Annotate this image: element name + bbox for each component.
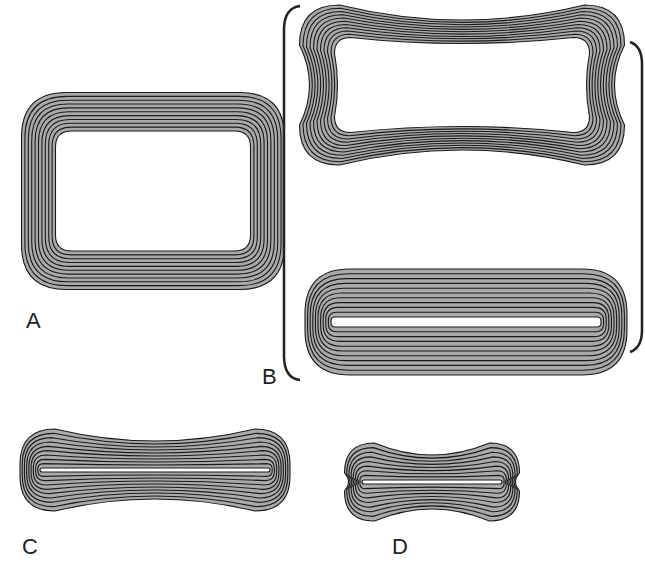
ring-line <box>331 34 593 136</box>
ring-line <box>307 12 618 159</box>
ring-line <box>56 131 251 251</box>
ring-line <box>314 18 611 152</box>
ring-line <box>39 112 268 271</box>
bracket <box>630 42 642 352</box>
ring-line <box>20 429 290 511</box>
ring-line <box>351 457 513 507</box>
ring-line <box>49 123 258 258</box>
ring-line <box>32 104 275 278</box>
ring-line <box>300 5 625 165</box>
ring-line <box>25 96 281 285</box>
ring-stack <box>300 5 625 165</box>
ring-line <box>328 31 597 139</box>
ring-line <box>360 475 504 488</box>
figure-label: A <box>26 310 41 332</box>
ring-fill <box>300 5 625 165</box>
ring-line <box>35 108 271 274</box>
ring-line <box>28 100 277 282</box>
ring-line <box>27 442 284 498</box>
ring-line <box>310 279 622 366</box>
ring-line <box>345 443 520 521</box>
ring-line <box>331 317 601 327</box>
ring-line <box>33 455 276 485</box>
ring-line <box>358 471 507 494</box>
ring-stack <box>20 429 290 511</box>
figure-label: C <box>22 536 38 558</box>
ring-line <box>347 448 518 517</box>
ring-fill <box>20 429 290 511</box>
bracket <box>284 6 300 380</box>
ring-line <box>38 464 272 477</box>
ring-line <box>308 274 625 370</box>
ring-stack <box>22 93 285 290</box>
ring-line <box>362 480 502 484</box>
ring-line <box>335 38 590 133</box>
ring-line <box>22 93 285 290</box>
ring-line <box>323 303 609 342</box>
ring-line <box>349 452 515 512</box>
ring-line <box>324 28 600 143</box>
ring-line <box>318 293 614 351</box>
ring-line <box>52 127 254 255</box>
ring-line <box>355 466 508 498</box>
ring-fill <box>305 269 627 375</box>
ring-line <box>42 116 264 267</box>
ring-line <box>29 446 281 493</box>
ring-line <box>317 21 607 149</box>
ring-line <box>328 312 603 332</box>
ring-line <box>303 8 621 162</box>
ring-line <box>305 269 627 375</box>
ring-line <box>40 468 270 472</box>
ring-stack <box>305 269 627 375</box>
ring-line <box>36 459 275 480</box>
ring-line <box>321 25 604 146</box>
ring-line <box>310 15 614 156</box>
ring-line <box>22 433 288 506</box>
ring-fill <box>345 443 520 521</box>
ring-line <box>24 438 285 503</box>
figure-label: B <box>262 366 277 388</box>
ring-fill <box>22 93 285 290</box>
ring-line <box>326 307 606 336</box>
ring-line <box>31 451 279 490</box>
ring-line <box>315 288 616 356</box>
ring-stack <box>345 443 520 521</box>
figure-label: D <box>392 536 408 558</box>
ring-line <box>45 119 260 262</box>
ring-line <box>313 283 619 360</box>
ring-line <box>321 298 612 346</box>
ring-line <box>353 462 511 503</box>
